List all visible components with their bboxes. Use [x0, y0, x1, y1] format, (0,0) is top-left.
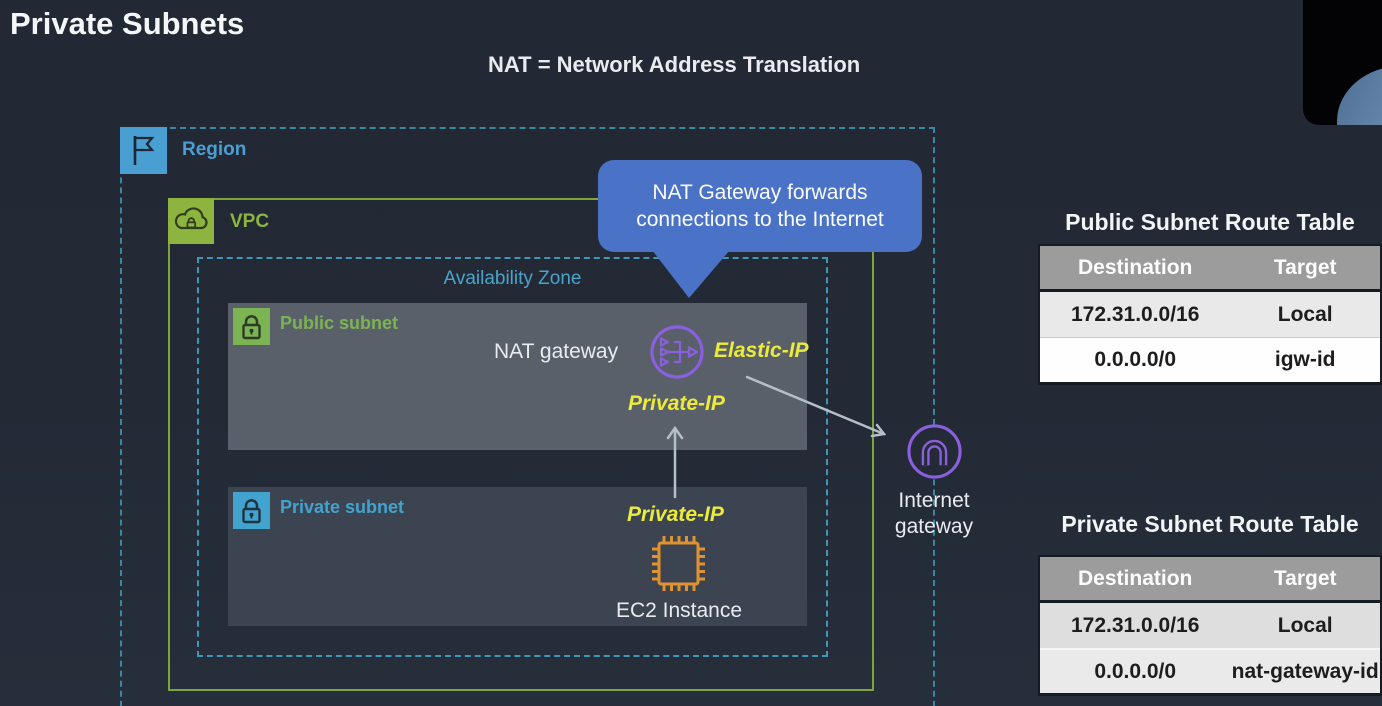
- cell-target: nat-gateway-id: [1231, 659, 1379, 683]
- table-row: 172.31.0.0/16 Local: [1040, 292, 1380, 337]
- table-row: 0.0.0.0/0 igw-id: [1040, 337, 1380, 382]
- webcam-overlay: [1303, 0, 1382, 125]
- availability-zone-boundary: [197, 257, 828, 657]
- nat-gateway-label: NAT gateway: [494, 340, 619, 363]
- page-title: Private Subnets: [10, 6, 245, 41]
- cell-target: Local: [1277, 613, 1333, 637]
- private-subnet-box: [228, 487, 807, 626]
- region-label: Region: [182, 139, 247, 160]
- cell-target: igw-id: [1274, 348, 1336, 371]
- private-route-table-title: Private Subnet Route Table: [1061, 511, 1359, 537]
- private-route-table-grid: Destination Target 172.31.0.0/16 Local 0…: [1038, 555, 1382, 696]
- cell-destination: 0.0.0.0/0: [1094, 348, 1177, 371]
- column-header-destination: Destination: [1078, 566, 1193, 590]
- availability-zone-label: Availability Zone: [443, 268, 582, 289]
- cell-destination: 172.31.0.0/16: [1070, 302, 1200, 326]
- callout-text: NAT Gateway forwards connections to the …: [636, 180, 884, 231]
- internet-gateway-icon: [906, 423, 963, 480]
- ec2-private-ip-label: Private-IP: [627, 503, 724, 526]
- cell-destination: 172.31.0.0/16: [1070, 613, 1200, 637]
- callout-tail: [652, 250, 730, 298]
- region-flag-icon: [120, 127, 167, 174]
- private-route-table: Private Subnet Route Table Destination T…: [1038, 509, 1382, 696]
- presenter-shoulder: [1337, 66, 1382, 125]
- region-boundary: [120, 127, 935, 706]
- table-header-row: Destination Target: [1040, 557, 1380, 603]
- public-route-table: Public Subnet Route Table Destination Ta…: [1038, 207, 1382, 385]
- table-row: 0.0.0.0/0 nat-gateway-id: [1040, 648, 1380, 693]
- column-header-destination: Destination: [1078, 255, 1193, 279]
- ec2-instance-icon: [646, 533, 710, 595]
- vpc-boundary: [168, 198, 874, 691]
- public-subnet-label: Public subnet: [280, 313, 399, 333]
- nat-gateway-icon: [649, 324, 705, 380]
- public-subnet-box: [228, 303, 807, 450]
- private-subnet-label: Private subnet: [280, 497, 405, 517]
- nat-private-ip-label: Private-IP: [628, 392, 725, 415]
- cell-destination: 0.0.0.0/0: [1094, 659, 1177, 683]
- public-route-table-title: Public Subnet Route Table: [1065, 209, 1355, 235]
- table-header-row: Destination Target: [1040, 246, 1380, 292]
- internet-gateway-label: Internet gateway: [894, 489, 974, 539]
- vpc-cloud-icon: [168, 198, 214, 244]
- vpc-label: VPC: [230, 211, 270, 232]
- column-header-target: Target: [1273, 566, 1337, 590]
- private-subnet-lock-icon: [233, 492, 270, 529]
- cell-target: Local: [1277, 302, 1333, 326]
- table-row: 172.31.0.0/16 Local: [1040, 603, 1380, 648]
- nat-definition-subtitle: NAT = Network Address Translation: [488, 52, 861, 77]
- column-header-target: Target: [1273, 255, 1337, 279]
- public-subnet-lock-icon: [233, 308, 270, 345]
- elastic-ip-label: Elastic-IP: [714, 339, 809, 362]
- callout-bubble: NAT Gateway forwards connections to the …: [598, 160, 922, 252]
- ec2-instance-label: EC2 Instance: [615, 599, 743, 622]
- public-route-table-grid: Destination Target 172.31.0.0/16 Local 0…: [1038, 244, 1382, 385]
